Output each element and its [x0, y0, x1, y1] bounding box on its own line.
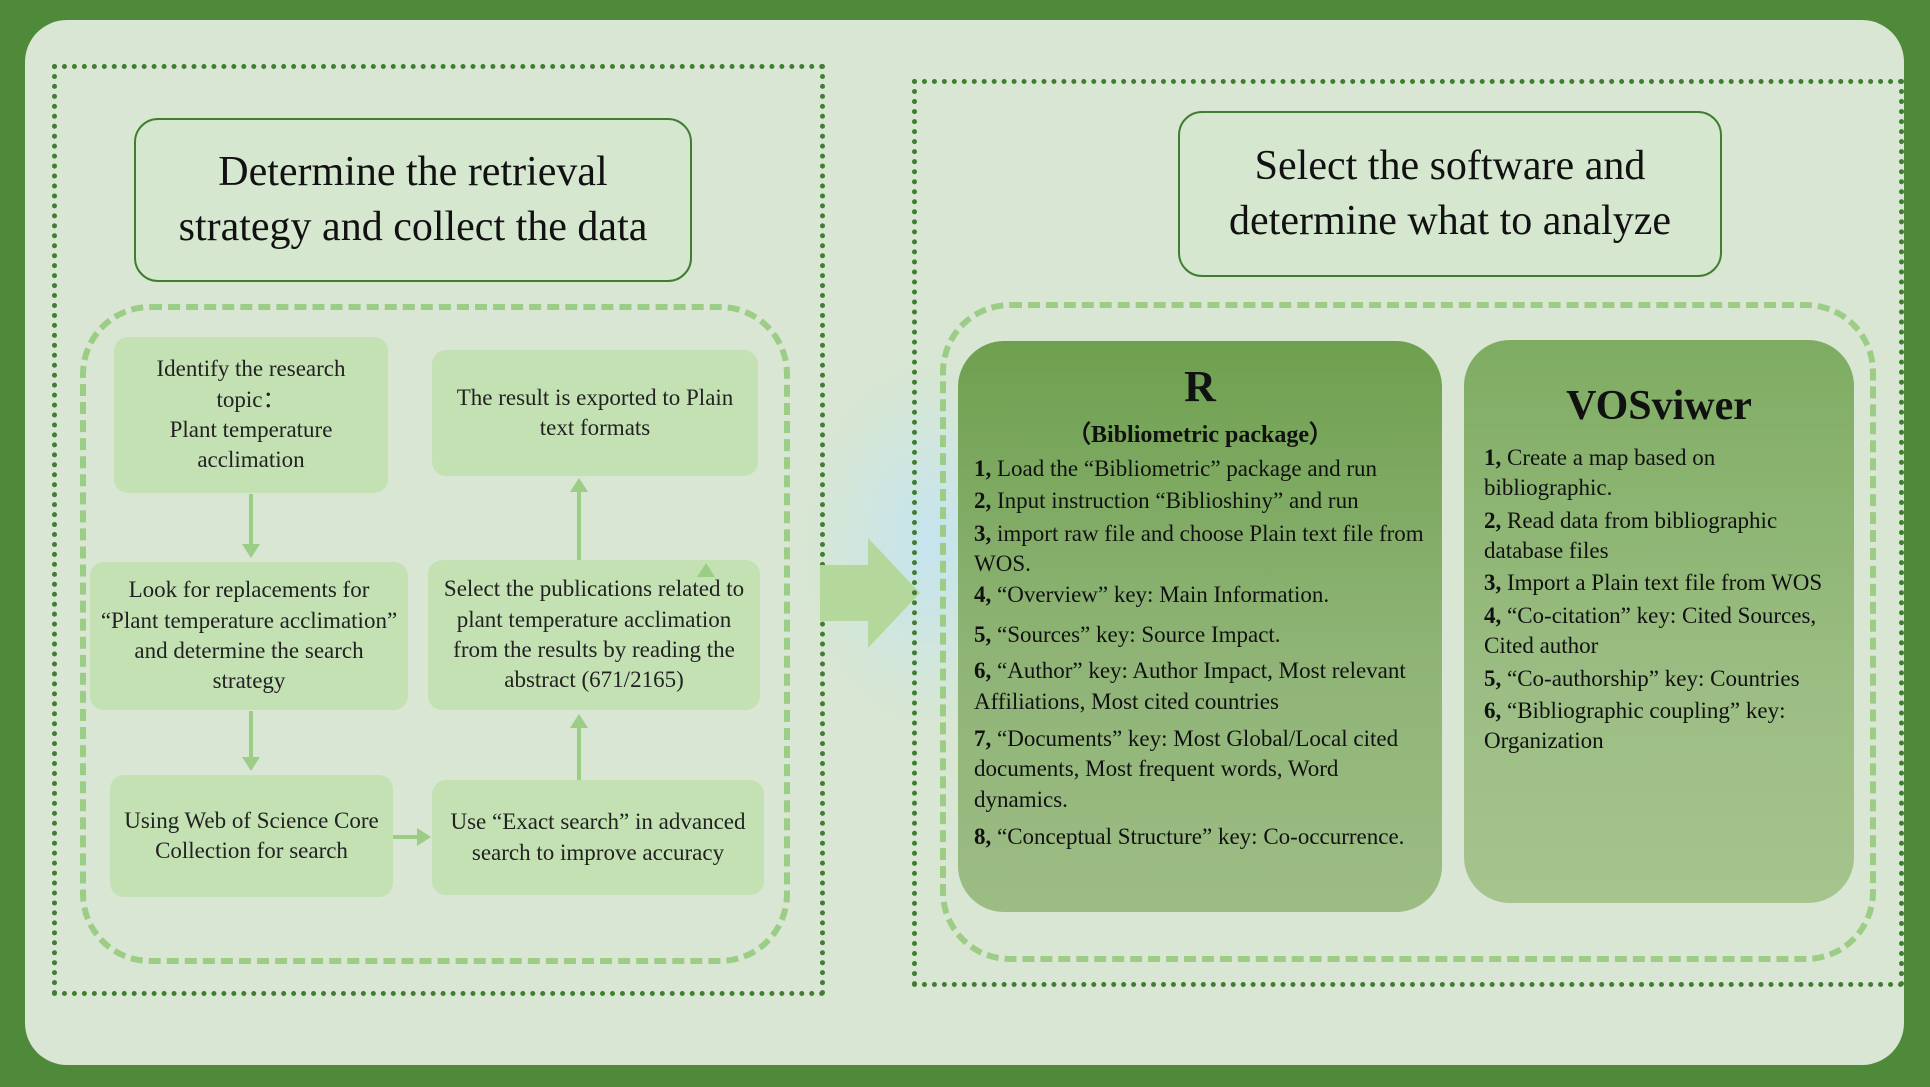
r-item: 2, Input instruction “Biblioshiny” and r… [974, 488, 1359, 514]
vos-item: 1, Create a map based on bibliographic. [1484, 445, 1716, 501]
vosviewer-card: VOSviwer 1, Create a map based on biblio… [1464, 340, 1854, 903]
left-steps-region [80, 304, 790, 964]
arrow-identify-to-replace [249, 494, 253, 546]
r-item: 3, import raw file and choose Plain text… [974, 520, 1424, 577]
arrow-exact-to-select [577, 728, 581, 780]
step-web-of-science: Using Web of Science Core Collection for… [110, 775, 393, 897]
r-card: R （Bibliometric package） 1, Load the “Bi… [958, 341, 1442, 912]
vos-item: 4, “Co-citation” key: Cited Sources, Cit… [1484, 602, 1817, 659]
r-item: 1, Load the “Bibliometric” package and r… [974, 456, 1377, 481]
arrowhead-down-2 [242, 757, 260, 771]
vos-item: 3, Import a Plain text file from WOS [1484, 570, 1823, 596]
vos-item: 2, Read data from bibliographic database… [1484, 507, 1778, 564]
step-replacements-strategy: Look for replacements for “Plant tempera… [90, 562, 408, 710]
step-select-publications: Select the publications related to plant… [428, 560, 760, 710]
r-item: 4, “Overview” key: Main Information. [974, 582, 1330, 608]
r-card-subtitle: （Bibliometric package） [1067, 422, 1333, 448]
arrowhead-right-1 [417, 828, 431, 846]
step-identify-topic: Identify the research topic： Plant tempe… [114, 337, 388, 493]
vos-item: 6, “Bibliographic coupling” key: Organiz… [1484, 697, 1786, 754]
r-card-title: R [1184, 362, 1216, 411]
step-exact-search: Use “Exact search” in advanced search to… [432, 780, 764, 895]
vos-item: 5, “Co-authorship” key: Countries [1484, 665, 1800, 691]
r-item: 8, “Conceptual Structure” key: Co-occurr… [974, 823, 1405, 849]
right-panel [912, 79, 1904, 987]
arrow-wos-to-exact [393, 835, 419, 839]
vosviewer-card-title: VOSviwer [1566, 383, 1752, 429]
center-arrow [820, 538, 920, 648]
arrow-replace-to-wos [249, 711, 253, 759]
right-panel-title: Select the software and determine what t… [1178, 111, 1722, 277]
left-panel-title: Determine the retrieval strategy and col… [134, 118, 692, 282]
r-card-items: 1, Load the “Bibliometric” package and r… [974, 454, 1434, 852]
arrowhead-up-2 [570, 478, 588, 492]
step-export-results: The result is exported to Plain text for… [432, 350, 758, 476]
arrowhead-up-small [697, 563, 715, 577]
center-arrow-shape [820, 538, 920, 648]
r-item: 5, “Sources” key: Source Impact. [974, 621, 1281, 647]
right-cards-region [940, 302, 1876, 962]
r-item: 6, “Author” key: Author Impact, Most rel… [974, 658, 1406, 714]
vosviewer-card-items: 1, Create a map based on bibliographic. … [1484, 443, 1846, 757]
left-panel [52, 64, 825, 996]
arrowhead-up-1 [570, 714, 588, 728]
r-item: 7, “Documents” key: Most Global/Local ci… [974, 725, 1399, 812]
arrow-select-to-export [577, 492, 581, 560]
arrowhead-down-1 [242, 544, 260, 558]
